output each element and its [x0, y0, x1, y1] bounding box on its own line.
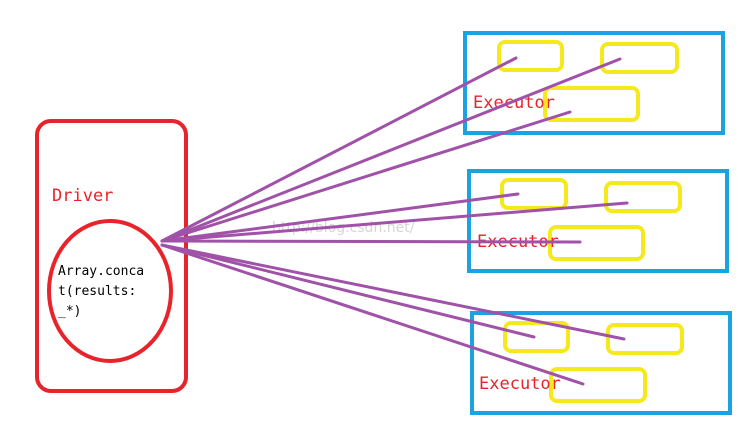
executor-box: [470, 311, 732, 415]
connection-line: [160, 243, 585, 386]
executor-2: Executor: [467, 169, 729, 273]
connection-line: [160, 57, 622, 243]
connection-line: [160, 243, 626, 341]
executor-label: Executor: [479, 374, 561, 394]
connection-line: [160, 56, 518, 243]
operation-line-2: t(results:: [58, 284, 136, 299]
connection-line: [160, 110, 572, 243]
operation-line-1: Array.conca: [58, 264, 144, 279]
connection-line: [160, 192, 520, 243]
connection-line: [160, 243, 536, 339]
executor-box: [467, 169, 729, 273]
executor-1: Executor: [463, 31, 725, 135]
connection-line: [160, 239, 582, 244]
task-slot: [497, 40, 564, 72]
task-slot: [503, 321, 570, 353]
connection-line: [160, 201, 629, 243]
executor-3: Executor: [470, 311, 732, 415]
driver-box: [35, 119, 188, 393]
task-slot: [606, 323, 684, 355]
task-slot: [600, 42, 679, 74]
connection-lines: [160, 56, 629, 386]
task-slot: [549, 367, 647, 403]
task-slot: [604, 181, 682, 213]
operation-line-3: _*): [58, 304, 81, 319]
driver-label: Driver: [52, 186, 113, 206]
task-slot: [500, 178, 568, 210]
operation-ellipse: [47, 219, 173, 363]
executor-label: Executor: [473, 93, 555, 113]
task-slot: [543, 86, 640, 122]
